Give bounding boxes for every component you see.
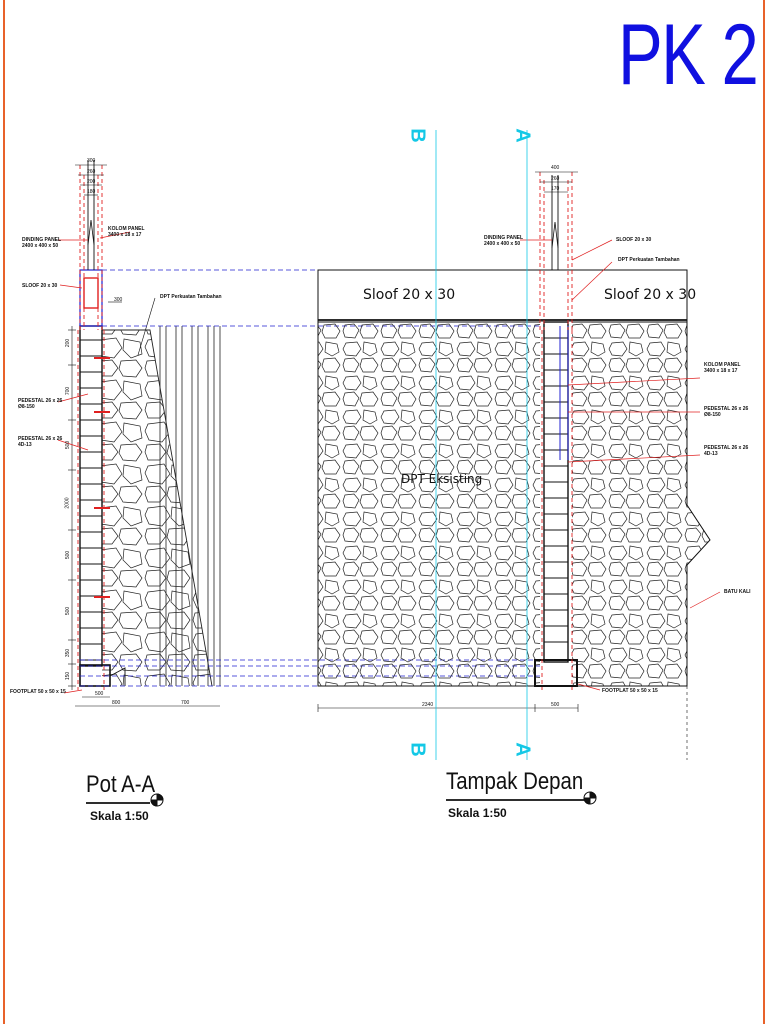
- section-view-scale: Skala 1:50: [90, 809, 149, 823]
- front-label-sloof: SLOOF 20 x 30: [616, 237, 652, 243]
- section-dim-bottom-2: 800: [112, 700, 121, 706]
- section-dim-300: 300: [114, 297, 123, 303]
- sheet-border-right: [763, 0, 765, 1024]
- section-dim-side-3: 500: [65, 440, 72, 450]
- front-dim-bottom-2: 500: [551, 702, 560, 708]
- front-column-bg: [540, 322, 572, 686]
- section-anchors: [94, 357, 110, 598]
- section-dim-bottom-3: 700: [181, 700, 190, 706]
- section-dim-side-2: 700: [65, 386, 72, 396]
- front-dim-top-3: 170: [551, 186, 560, 192]
- front-view-title: Tampak Depan: [446, 768, 584, 795]
- front-footplat: [534, 659, 578, 687]
- grid-axes: [435, 130, 528, 760]
- front-view: [317, 171, 721, 760]
- section-symbol: [86, 793, 164, 807]
- section-view-title: Pot A-A: [86, 771, 156, 798]
- front-dpt-label: DPT Eksisting: [401, 472, 483, 486]
- section-label-dpt: DPT Perkuatan Tambahan: [160, 294, 222, 300]
- section-label-sloof: SLOOF 20 x 30: [22, 283, 58, 289]
- front-top-dim-lines: [535, 171, 578, 193]
- front-dim-bottom-1: 2340: [422, 702, 434, 708]
- section-dim-bottom-1: 500: [95, 691, 104, 697]
- front-view-scale: Skala 1:50: [448, 806, 507, 820]
- section-label-footplat: FOOTPLAT 50 x 50 x 15: [10, 689, 66, 695]
- front-stone-fill: [318, 322, 710, 686]
- section-column-ties: [80, 339, 102, 661]
- axis-b-top: B: [406, 128, 429, 143]
- front-label-dpt: DPT Perkuatan Tambahan: [618, 257, 680, 263]
- section-dim-side-7: 350: [65, 648, 72, 658]
- section-view: [57, 160, 221, 707]
- section-dim-side-5: 500: [65, 550, 72, 560]
- section-hidden-lines: [77, 165, 105, 690]
- section-dim-side-6: 500: [65, 606, 72, 616]
- section-dim-top-3: 200: [87, 179, 96, 185]
- section-top-dim-lines: [75, 164, 107, 196]
- front-sloof-label-left: Sloof 20 x 30: [363, 287, 456, 303]
- front-wall-outline: [317, 321, 711, 687]
- front-sloof: [317, 269, 688, 323]
- section-dim-side-1: 200: [65, 338, 72, 348]
- sheet-border-left: [3, 0, 5, 1024]
- front-label-batu-kali: BATU KALI: [724, 589, 751, 595]
- section-column: [79, 325, 103, 667]
- section-dim-top-4: 180: [87, 189, 96, 195]
- front-symbol: [446, 791, 597, 805]
- front-column: [543, 321, 569, 663]
- axis-b-bottom: B: [406, 742, 429, 757]
- front-hidden-lines: [539, 172, 573, 690]
- section-dim-top-2: 260: [87, 169, 96, 175]
- front-dim-top-1: 400: [551, 165, 560, 171]
- axis-a-bottom: A: [511, 742, 534, 757]
- axis-a-top: A: [511, 128, 534, 143]
- front-column-ties: [544, 337, 568, 643]
- section-dim-top-1: 300: [87, 158, 96, 164]
- section-dim-side-8: 150: [65, 671, 72, 681]
- section-sloof-core: [83, 277, 99, 309]
- front-sloof-label-right: Sloof 20 x 30: [604, 287, 697, 303]
- front-label-footplat: FOOTPLAT 50 x 50 x 15: [602, 688, 658, 694]
- section-dim-side-4: 2000: [64, 497, 71, 509]
- front-leaders: [520, 239, 721, 691]
- section-leaders: [57, 231, 131, 694]
- section-wedge-outline: [102, 329, 213, 687]
- section-hatching: [159, 326, 221, 686]
- front-dim-top-2: 260: [551, 176, 560, 182]
